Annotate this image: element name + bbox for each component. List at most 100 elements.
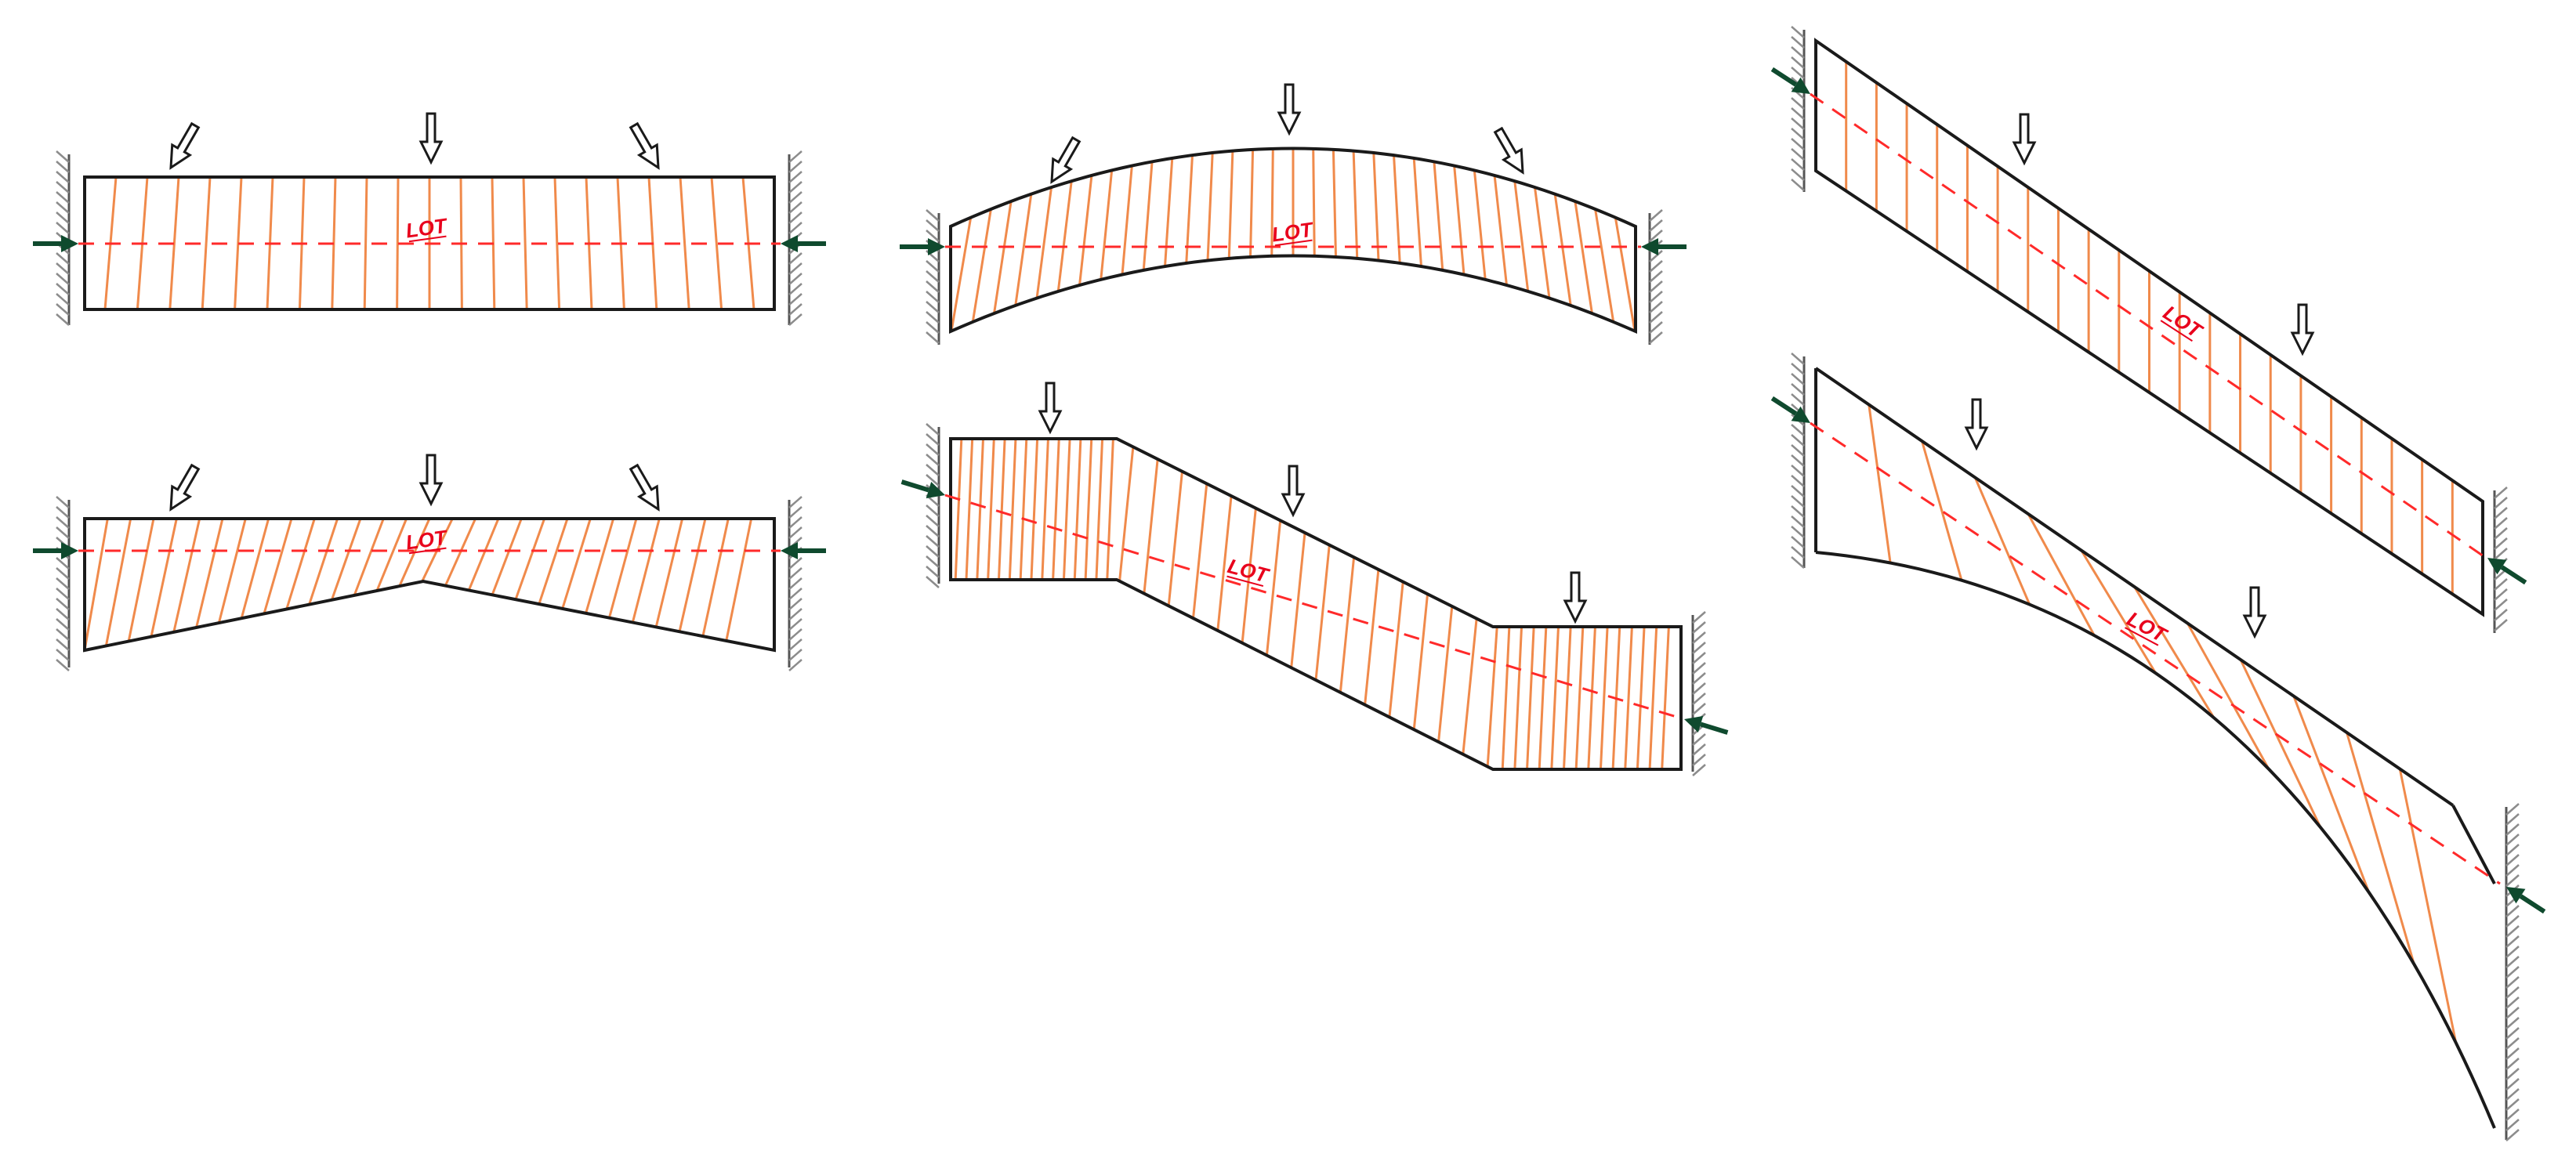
hatch-line (2080, 549, 2158, 675)
hatch-line (240, 518, 270, 619)
support-hatch (788, 262, 803, 275)
support-hatch (2505, 1007, 2520, 1019)
lot-label: LOT (404, 213, 450, 242)
support-hatch (2494, 517, 2508, 530)
support-hatch (788, 201, 803, 214)
support-hatch (2505, 1098, 2520, 1111)
support-hatch (1791, 454, 1805, 467)
hatch-line (1331, 149, 1337, 258)
support-hatch (1649, 311, 1663, 324)
support-hatch (788, 181, 803, 194)
hatch-line (1538, 626, 1548, 770)
reaction-arrow-head (928, 238, 945, 255)
hatch-line (965, 438, 974, 581)
support-hatch (2494, 578, 2508, 591)
support-hatch (1791, 546, 1805, 559)
support-hatch (1791, 46, 1805, 59)
hatch-line (1014, 194, 1033, 306)
support-hatch (2494, 527, 2508, 540)
hatch-line (993, 201, 1013, 314)
support-hatch (788, 161, 803, 173)
hatch-line (538, 518, 569, 605)
load-arrow (418, 454, 444, 507)
support-hatch (788, 222, 803, 234)
reaction-arrow-shaft (1770, 67, 1798, 87)
hatch-line (1312, 148, 1316, 256)
support-hatch (788, 313, 803, 326)
hatch-line (1550, 626, 1560, 770)
hatch-line (83, 518, 109, 651)
support-hatch (788, 608, 803, 620)
member-outline (83, 175, 776, 311)
support-hatch (56, 273, 70, 285)
hatch-line (1265, 520, 1282, 656)
support-hatch (788, 638, 803, 651)
support-hatch (56, 191, 70, 204)
hatch-line (725, 518, 753, 642)
member-right-edge (2451, 805, 2496, 884)
support-hatch (1649, 280, 1663, 293)
hatch-line (1594, 208, 1615, 323)
hatch-line (2133, 586, 2216, 719)
support-hatch (56, 150, 70, 163)
support-hatch (926, 535, 940, 548)
support-hatch (788, 557, 803, 570)
support-hatch (1791, 444, 1805, 457)
hatch-line (1364, 569, 1380, 705)
support-hatch (1791, 148, 1805, 161)
support-hatch (1791, 515, 1805, 528)
hatch-line (375, 518, 408, 591)
support-hatch (56, 252, 70, 265)
reaction-arrow-shaft (2519, 894, 2546, 914)
support-hatch (926, 331, 940, 344)
support-hatch (2505, 1068, 2520, 1080)
support-hatch (2494, 507, 2508, 519)
support-hatch (56, 526, 70, 539)
hatch-line (1501, 626, 1511, 770)
hatch-line (2186, 622, 2270, 770)
hatch-line (679, 176, 690, 310)
hatch-line (285, 518, 316, 610)
support-hatch (926, 433, 940, 446)
load-arrow (1493, 126, 1524, 175)
support-hatch (1791, 536, 1805, 548)
lot-label-underline (2124, 627, 2159, 646)
load-arrow (1038, 382, 1063, 435)
hatch-line (1241, 508, 1257, 643)
support-hatch (926, 555, 940, 568)
support-hatch (926, 443, 940, 456)
hatch-line (1100, 170, 1114, 280)
hatch-line (1185, 155, 1194, 263)
support-hatch (56, 506, 70, 519)
support-hatch (2494, 588, 2508, 601)
hatch-line (1339, 557, 1356, 693)
hatch-line (1412, 157, 1422, 267)
load-arrow (1050, 136, 1081, 184)
hatch-line (1462, 618, 1478, 754)
support-hatch (1649, 321, 1663, 334)
support-hatch (926, 566, 940, 578)
load-arrow (1964, 398, 1989, 451)
support-hatch (2494, 497, 2508, 509)
support-hatch (56, 171, 70, 183)
support-hatch (788, 649, 803, 661)
support-hatch (788, 191, 803, 204)
support-hatch (56, 567, 70, 580)
hatch-line (1599, 626, 1609, 770)
support-hatch (2494, 609, 2508, 621)
hatch-line (1227, 150, 1234, 259)
support-hatch (926, 280, 940, 293)
support-hatch (1649, 291, 1663, 303)
support-hatch (1692, 631, 1706, 644)
support-hatch (1692, 611, 1706, 624)
support-hatch (56, 313, 70, 326)
support-hatch (56, 262, 70, 275)
hatch-line (1433, 161, 1444, 271)
support-hatch (1791, 556, 1805, 569)
hatch-line (950, 217, 973, 331)
hatch-line (1562, 626, 1572, 770)
hatch-line (308, 518, 339, 606)
support-hatch (2505, 1058, 2520, 1070)
support-hatch (1791, 67, 1805, 79)
